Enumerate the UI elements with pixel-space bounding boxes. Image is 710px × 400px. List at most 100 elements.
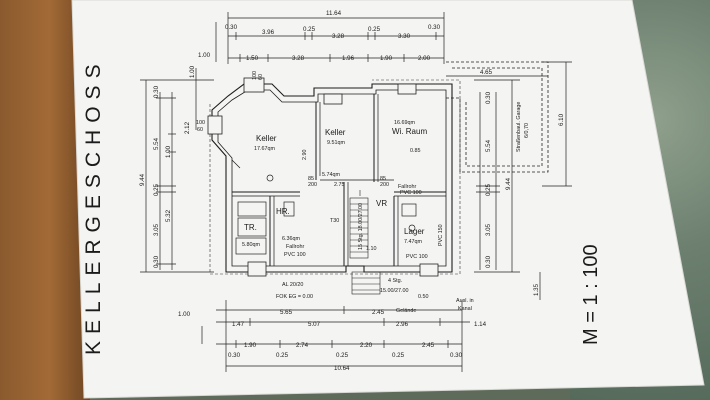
dim-bottom-r3-3: 2.45 xyxy=(422,342,435,349)
flur-area: 5.74qm xyxy=(322,172,340,178)
gelande-label: Gelände xyxy=(396,308,416,314)
window-label-60a: 60 xyxy=(258,74,264,80)
dim-left-a2: 0.25 xyxy=(153,183,160,196)
hr-pvc100: PVC 100 xyxy=(284,252,306,258)
dim-bottom-r3-0: 1.90 xyxy=(244,342,257,349)
hr-fallrohr: Fallrohr xyxy=(286,244,304,250)
fallrohr-pvc100: PVC 100 xyxy=(400,190,422,196)
plan-title: KELLERGESCHOSS xyxy=(82,57,105,355)
room-keller2-name: Keller xyxy=(325,128,346,137)
dim-bottom-r3-2: 2.20 xyxy=(360,342,373,349)
dim-left-lower-offset: 1.00 xyxy=(178,311,191,318)
door-85a: 85 xyxy=(308,176,314,182)
door-t30: T30 xyxy=(330,218,339,224)
dim-bottom-r2-1: 5.07 xyxy=(308,321,321,328)
dim-left-a1: 5.54 xyxy=(153,137,160,150)
room-keller1-name: Keller xyxy=(256,134,277,143)
dim-top-r2-5: 3.30 xyxy=(398,33,411,40)
dim-right-outer: 9.44 xyxy=(505,177,512,190)
staircase xyxy=(349,190,381,295)
dim-bottom-small-4: 0.30 xyxy=(450,352,463,359)
dim-garage-width: 4.65 xyxy=(480,69,493,76)
dim-110: 1.10 xyxy=(366,246,377,252)
door-200a: 200 xyxy=(308,182,317,188)
window-label-100b: 100 xyxy=(196,120,205,126)
dim-top-total: 11.64 xyxy=(326,10,342,17)
right-dimension-lines xyxy=(474,61,572,300)
dim-top-r3-2: 1.96 xyxy=(342,55,355,62)
dim-top-r2-4: 0.25 xyxy=(368,26,381,33)
door-85b: 85 xyxy=(380,176,386,182)
fok-label: FOK EG = 0.00 xyxy=(276,294,313,300)
lager-pvc100: PVC 100 xyxy=(406,254,428,260)
garage-outline xyxy=(446,61,549,173)
dim-275: 2.75 xyxy=(334,182,345,188)
ausl-label: Ausl. in xyxy=(456,298,474,304)
room-keller1-area: 17.67qm xyxy=(254,146,275,152)
dim-bottom-r2-0: 1.47 xyxy=(232,321,245,328)
dim-top-r3-1: 3.28 xyxy=(292,55,305,62)
dim-right-a3: 3.05 xyxy=(485,223,492,236)
dim-bottom-r2-2: 2.96 xyxy=(396,321,409,328)
dim-left-c0: 1.00 xyxy=(189,65,196,78)
dim-085a: 0.85 xyxy=(410,148,421,154)
pvc150-label: PVC 150 xyxy=(438,224,444,246)
light-wells xyxy=(207,77,439,277)
kanal-label: Kanal xyxy=(458,306,472,312)
dim-290: 2.90 xyxy=(302,150,308,161)
dim-left-b0: 2.12 xyxy=(184,121,191,134)
dim-left-a0: 0.30 xyxy=(153,85,160,98)
left-dimension-lines xyxy=(140,68,214,273)
dim-bottom-r2-3: 1.14 xyxy=(474,321,487,328)
room-hr-area: 6.36qm xyxy=(282,236,300,242)
al-label: AL 20/20 xyxy=(282,282,303,288)
room-wiraum-area: 16.69qm xyxy=(394,120,415,126)
dim-bottom-r3-1: 2.74 xyxy=(296,342,309,349)
dim-bottom-total: 10.64 xyxy=(334,365,350,372)
dim-top-r3-0: 1.50 xyxy=(246,55,259,62)
dim-bottom-small-3: 0.25 xyxy=(392,352,405,359)
dim-top-r2-2: 0.25 xyxy=(303,26,316,33)
room-lager-name: Lager xyxy=(404,227,425,236)
room-tr-area: 5.80qm xyxy=(242,242,260,248)
room-keller2-area: 9.51qm xyxy=(327,140,345,146)
dim-top-r2-1: 3.96 xyxy=(262,29,275,36)
dim-left-b1: 1.00 xyxy=(165,145,172,158)
window-label-60b: 60 xyxy=(197,127,203,133)
dim-top-r3-4: 2.00 xyxy=(418,55,431,62)
room-tr-name: TR. xyxy=(244,223,257,232)
dim-bottom-small-1: 0.25 xyxy=(276,352,289,359)
room-vr-name: VR xyxy=(376,199,387,208)
dim-bottom-r1-0: 5.65 xyxy=(280,309,293,316)
room-hr-name: HR. xyxy=(276,207,290,216)
drainage-dashed-line xyxy=(209,79,461,275)
fallrohr-label: Fallrohr xyxy=(398,184,416,190)
dim-bottom-r1-1: 2.45 xyxy=(372,309,385,316)
room-lager-area: 7.47qm xyxy=(404,239,422,245)
stairs-inside-label: 15 Stg. 18.00/27.00 xyxy=(358,203,364,250)
dim-top-r3-3: 1.90 xyxy=(380,55,393,62)
garage-size: 6/0,70 xyxy=(524,123,530,138)
plan-scale: M = 1 : 100 xyxy=(580,244,602,345)
bottom-dimension-lines xyxy=(201,300,470,372)
top-dimension-lines xyxy=(215,12,445,64)
dim-050: 0.50 xyxy=(418,294,429,300)
dim-left-a3: 3.05 xyxy=(153,223,160,236)
stairs-outside-size: 15.00/27.00 xyxy=(380,288,408,294)
dim-top-r2-6: 0.30 xyxy=(428,24,441,31)
dim-top-left-offset: 1.00 xyxy=(198,52,211,59)
dim-right-a0: 0.30 xyxy=(485,91,492,104)
dim-right-a1: 5.54 xyxy=(485,139,492,152)
fixtures xyxy=(235,174,417,255)
door-200b: 200 xyxy=(380,182,389,188)
dim-right-bottom: 1.35 xyxy=(533,283,540,296)
dim-right-a4: 0.30 xyxy=(485,255,492,268)
garage-label: Straßenbaul. Garage xyxy=(516,102,522,152)
dim-top-r2-0: 0.30 xyxy=(225,24,238,31)
dim-right-garage: 6.10 xyxy=(558,113,565,126)
dim-bottom-small-0: 0.30 xyxy=(228,352,241,359)
paper-sheet xyxy=(71,0,705,399)
dim-top-r2-3: 3.28 xyxy=(332,33,345,40)
dim-bottom-small-2: 0.25 xyxy=(336,352,349,359)
